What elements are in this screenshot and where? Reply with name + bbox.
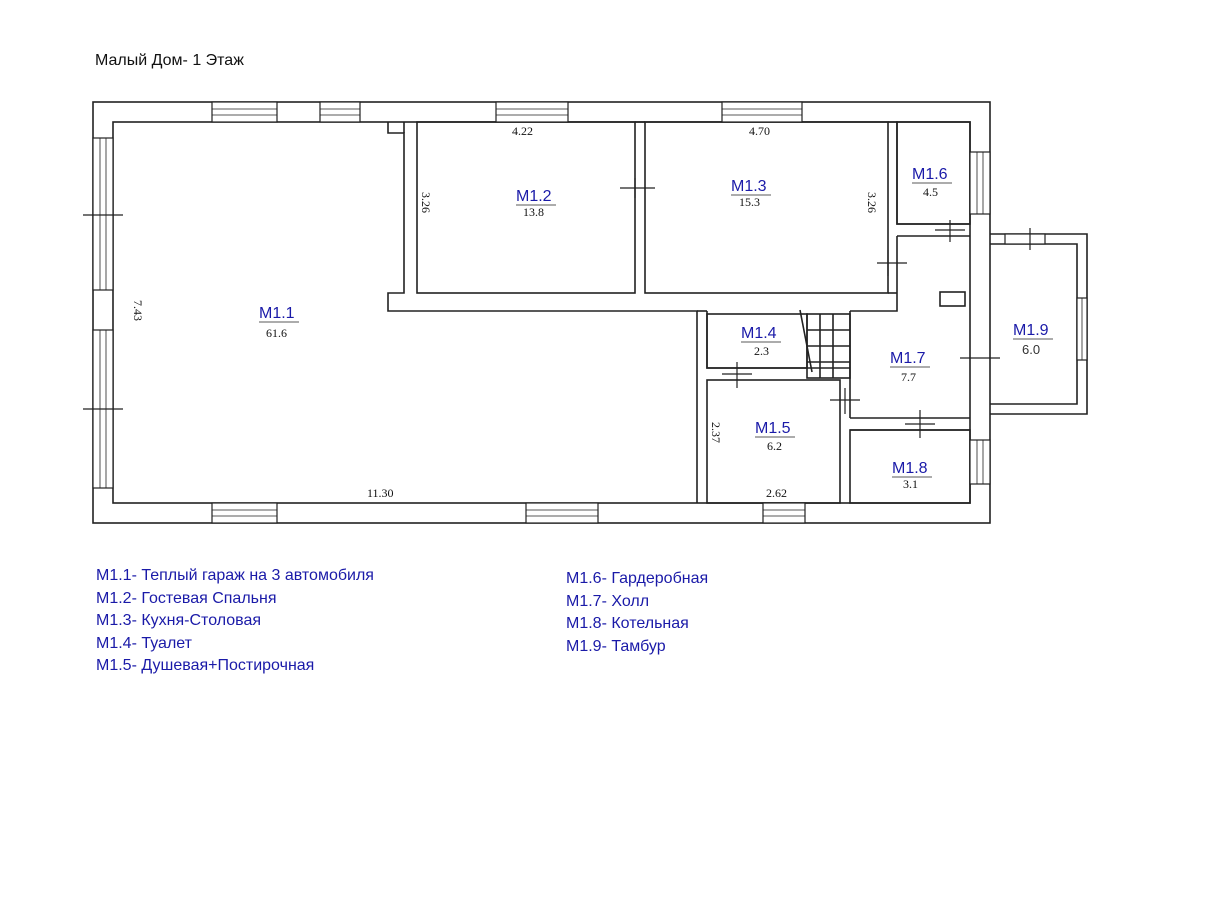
room-label-m11: M1.1	[259, 305, 295, 322]
legend-item: M1.8- Котельная	[566, 615, 689, 632]
dimension-7-43: 7.43	[131, 300, 145, 321]
column	[939, 291, 966, 307]
room-label-m15: M1.5	[755, 420, 791, 437]
dimension-3-26-right: 3.26	[865, 192, 879, 213]
inner-wall-outline	[112, 121, 971, 504]
legend-item: M1.5- Душевая+Постирочная	[96, 657, 315, 674]
windows	[92, 101, 1088, 524]
label-underlines	[259, 182, 1053, 478]
room-label-m18: M1.8	[892, 460, 928, 477]
garage-partition-wall	[387, 122, 698, 503]
legend-item: M1.4- Туалет	[96, 634, 192, 652]
dimension-3-26-left: 3.26	[419, 192, 433, 213]
legend-item: M1.1- Теплый гараж на 3 автомобиля	[96, 567, 374, 584]
legend-left: M1.1- Теплый гараж на 3 автомобиля M1.2-…	[96, 565, 374, 678]
room-area-m15: 6.2	[767, 439, 782, 453]
room-label-m16: M1.6	[912, 166, 948, 183]
legend-item: M1.9- Тамбур	[566, 637, 666, 655]
room-label-m14: M1.4	[741, 325, 777, 342]
dimension-2-37: 2.37	[709, 422, 723, 443]
legend-right: M1.6- Гардеробная M1.7- Холл M1.8- Котел…	[566, 568, 708, 658]
room-label-m19: M1.9	[1013, 322, 1049, 339]
legend-item: M1.2- Гостевая Спальня	[96, 589, 277, 607]
room-area-m11: 61.6	[266, 326, 287, 340]
room-label-m17: M1.7	[890, 350, 926, 367]
room-area-m17: 7.7	[901, 370, 916, 384]
room-area-m13: 15.3	[739, 195, 760, 209]
outer-wall-outline	[92, 101, 991, 524]
dimension-4-22: 4.22	[512, 124, 533, 138]
room-area-m12: 13.8	[523, 205, 544, 219]
room-area-m14: 2.3	[754, 344, 769, 358]
room-outline-m13	[644, 121, 889, 294]
dimension-4-70: 4.70	[749, 124, 770, 138]
dimension-11-30: 11.30	[367, 486, 394, 500]
room-area-m18: 3.1	[903, 477, 918, 491]
room-area-m16: 4.5	[923, 185, 938, 199]
door-marks	[83, 178, 1031, 438]
room-area-m19: 6.0	[1022, 342, 1040, 357]
window-mullions	[99, 108, 1083, 517]
legend-item: M1.3- Кухня-Столовая	[96, 612, 262, 629]
room-label-m12: M1.2	[516, 188, 552, 205]
dimension-2-62: 2.62	[766, 486, 787, 500]
room-label-m13: M1.3	[731, 178, 767, 195]
page-title: Малый Дом- 1 Этаж	[95, 52, 244, 69]
legend-item: M1.6- Гардеробная	[566, 570, 709, 587]
legend-item: M1.7- Холл	[566, 592, 650, 610]
stairs	[799, 309, 851, 379]
